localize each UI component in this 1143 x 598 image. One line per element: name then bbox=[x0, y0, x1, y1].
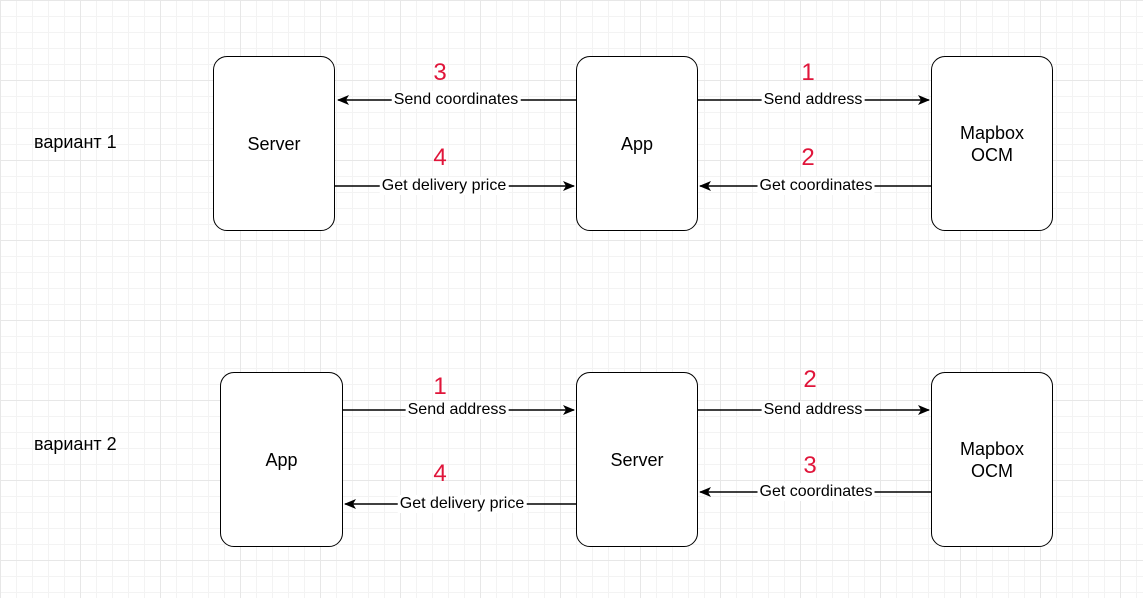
edge-label-get-coordinates: Get coordinates bbox=[757, 483, 875, 501]
edge-label-send-coordinates: Send coordinates bbox=[391, 91, 521, 109]
variant-1-server-node[interactable]: Server bbox=[213, 56, 335, 231]
step-number: 1 bbox=[801, 59, 815, 86]
variant-2-mapbox-node[interactable]: Mapbox OCM bbox=[931, 372, 1053, 547]
variant-2-app-node[interactable]: App bbox=[220, 372, 343, 547]
edge-label-get-delivery-price: Get delivery price bbox=[397, 495, 527, 513]
step-number: 1 bbox=[433, 373, 447, 400]
step-number: 3 bbox=[433, 59, 447, 86]
step-number: 4 bbox=[433, 460, 447, 487]
edge-label-get-coordinates: Get coordinates bbox=[757, 177, 875, 195]
variant-1-mapbox-node[interactable]: Mapbox OCM bbox=[931, 56, 1053, 231]
edge-label-send-address: Send address bbox=[761, 91, 865, 109]
step-number: 4 bbox=[433, 144, 447, 171]
step-number: 3 bbox=[803, 452, 817, 479]
step-number: 2 bbox=[803, 366, 817, 393]
variant-2-server-node[interactable]: Server bbox=[576, 372, 698, 547]
variant-2-label: вариант 2 bbox=[34, 434, 117, 454]
variant-1-app-node[interactable]: App bbox=[576, 56, 698, 231]
edge-label-send-address: Send address bbox=[761, 401, 865, 419]
variant-1-label: вариант 1 bbox=[34, 132, 117, 152]
step-number: 2 bbox=[801, 144, 815, 171]
edge-label-send-address: Send address bbox=[405, 401, 509, 419]
edge-label-get-delivery-price: Get delivery price bbox=[379, 177, 509, 195]
